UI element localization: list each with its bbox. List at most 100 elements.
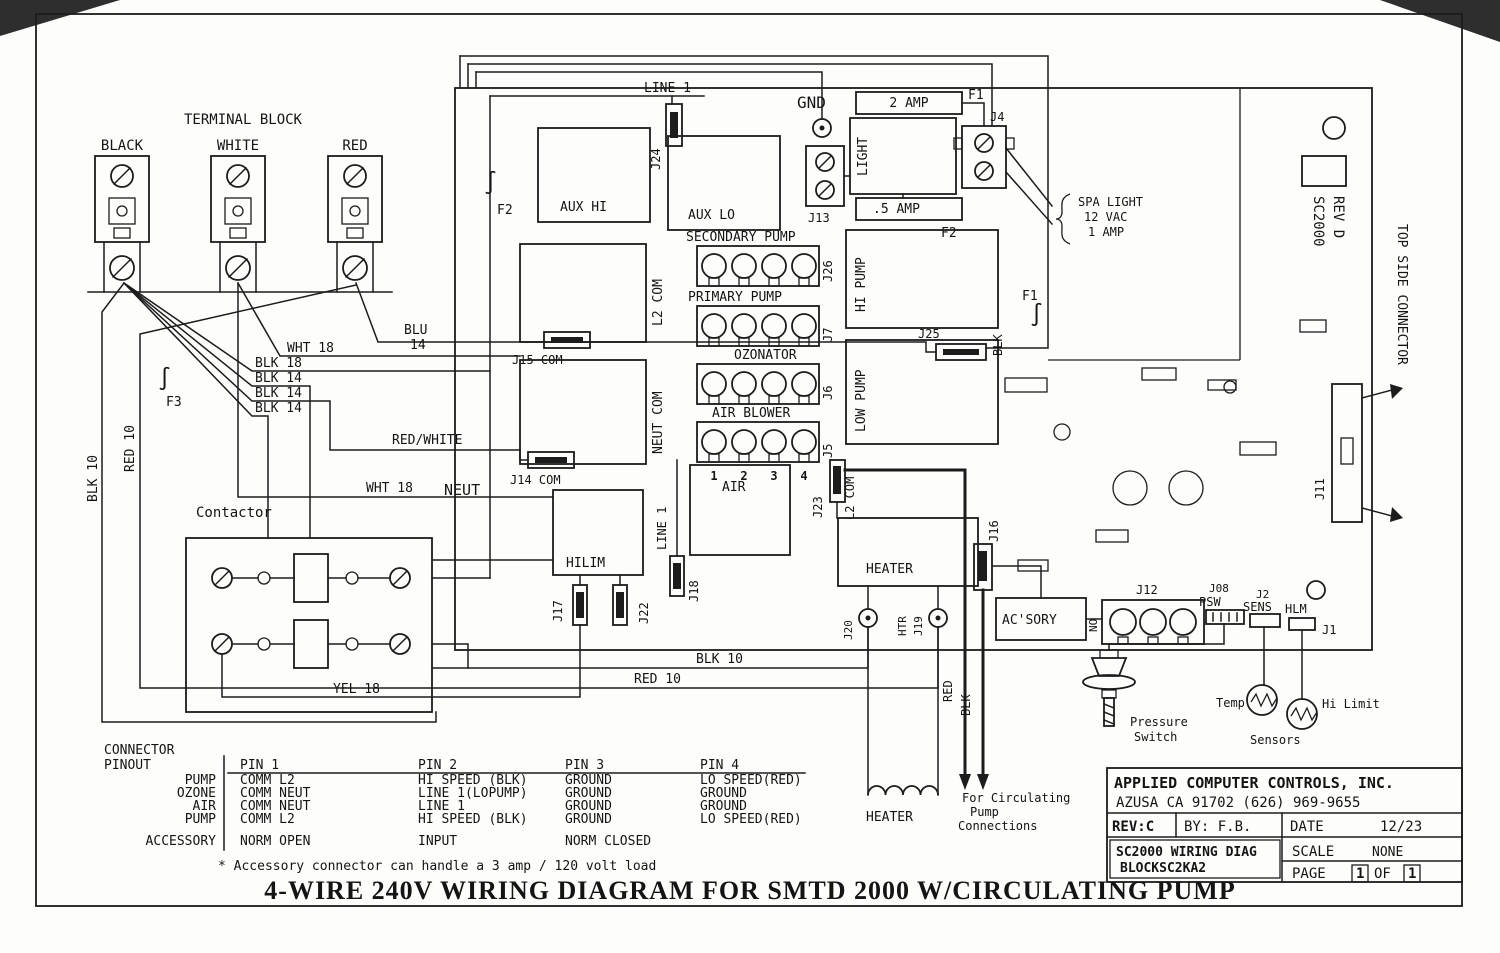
j17-connector bbox=[572, 584, 588, 626]
spa-light-line1: SPA LIGHT bbox=[1078, 195, 1143, 209]
wire-label-neut: NEUT bbox=[444, 481, 480, 499]
pinout-footnote: * Accessory connector can handle a 3 amp… bbox=[218, 859, 656, 874]
heater-coil-label: HEATER bbox=[866, 810, 913, 825]
j26-label: J26 bbox=[821, 260, 835, 282]
j13-label: J13 bbox=[808, 211, 830, 225]
pinout-row-ozone: OZONE COMM NEUT LINE 1(LOPUMP) GROUND GR… bbox=[177, 786, 747, 801]
doc-number-line2: BLOCKSC2KA2 bbox=[1120, 861, 1206, 876]
line1-vert-label: LINE 1 bbox=[655, 507, 669, 550]
j6-connector bbox=[696, 363, 820, 405]
com-blocks: L2 COM J15 COM NEUT COM J14 COM bbox=[510, 243, 666, 487]
row-cell: COMM NEUT bbox=[240, 786, 311, 801]
row-name: PUMP bbox=[185, 773, 216, 788]
doc-number-line1: SC2000 WIRING DIAG bbox=[1116, 845, 1257, 860]
hi-limit-label: Hi Limit bbox=[1322, 697, 1380, 711]
power-section: LINE 1 J24 GND 2 AMP F1 J4 LIGHT J13 .5 … bbox=[644, 81, 1143, 245]
scale-value: NONE bbox=[1372, 845, 1403, 860]
scale-label: SCALE bbox=[1292, 844, 1334, 860]
company-name: APPLIED COMPUTER CONTROLS, INC. bbox=[1114, 774, 1394, 792]
wire-label-blk18: BLK 18 bbox=[255, 356, 302, 371]
ozonator-label: OZONATOR bbox=[734, 348, 797, 363]
j17-label: J17 bbox=[551, 600, 565, 622]
row-cell: LO SPEED(RED) bbox=[700, 773, 802, 788]
j20-label: J20 bbox=[842, 620, 855, 640]
gnd-pad bbox=[812, 118, 832, 138]
terminal-white-label: WHITE bbox=[217, 138, 259, 154]
pressure-label-line1: Pressure bbox=[1130, 715, 1188, 729]
red-arrowhead bbox=[959, 774, 971, 790]
mounting-hole-tr bbox=[1322, 116, 1346, 140]
row-cell: INPUT bbox=[418, 834, 457, 849]
pinout-row-pump1: PUMP COMM L2 HI SPEED (BLK) GROUND LO SP… bbox=[185, 773, 802, 788]
fuse-halfamp-box bbox=[855, 197, 963, 221]
htr-label: HTR bbox=[896, 616, 909, 636]
page-value: 1 bbox=[1356, 866, 1364, 882]
date-value: 12/23 bbox=[1380, 819, 1422, 835]
acsory-label: AC'SORY bbox=[1002, 613, 1057, 628]
drawing-frame bbox=[35, 13, 1463, 907]
output-connectors: SECONDARY PUMP J26 PRIMARY PUMP J7 OZONA… bbox=[686, 230, 835, 483]
aux-relays: AUX HI AUX LO bbox=[537, 127, 781, 231]
mounting-hole bbox=[1306, 580, 1326, 600]
hlm-connector bbox=[1288, 617, 1316, 631]
row-name: PUMP bbox=[185, 812, 216, 827]
wire-label-wht18: WHT 18 bbox=[287, 341, 334, 356]
red-drop-label: RED bbox=[941, 680, 955, 702]
light-label: LIGHT bbox=[856, 137, 871, 176]
wire-label-red-white: RED/WHITE bbox=[392, 433, 462, 448]
terminal-wire-fan: WHT 18 BLK 18 BLK 14 BLK 14 BLK 14 BLU 1… bbox=[86, 281, 939, 723]
by-value: BY: F.B. bbox=[1184, 819, 1251, 835]
wire-label-blu: BLU bbox=[404, 323, 427, 338]
wire-label-blk10-run: BLK 10 bbox=[696, 652, 743, 667]
j7-label: J7 bbox=[821, 328, 835, 342]
no-label: NO bbox=[1087, 619, 1100, 632]
j26-connector bbox=[696, 245, 820, 287]
j24-connector bbox=[665, 103, 683, 147]
j12-label: J12 bbox=[1136, 583, 1158, 597]
l2-com-label: L2 COM bbox=[651, 279, 666, 326]
mid-section: HILIM J17 J22 LINE 1 J18 AIR J23 L2 COM … bbox=[551, 459, 1087, 641]
contactor: Contactor bbox=[185, 505, 554, 713]
j11-connector bbox=[1331, 383, 1363, 523]
aux-lo-label: AUX LO bbox=[688, 208, 735, 223]
j4-label: J4 bbox=[990, 110, 1004, 124]
pin-4-label: 4 bbox=[800, 469, 807, 483]
hi-pump-block bbox=[845, 229, 999, 329]
primary-pump-label: PRIMARY PUMP bbox=[688, 290, 782, 305]
pressure-switch-body bbox=[1090, 657, 1128, 677]
fuse-f2-icon: ∫ bbox=[484, 170, 497, 196]
j18-connector bbox=[669, 555, 685, 597]
j1-label: J1 bbox=[1322, 623, 1336, 637]
pinout-table: CONNECTOR PINOUT PIN 1 PIN 2 PIN 3 PIN 4… bbox=[104, 743, 806, 874]
pressure-label-line2: Switch bbox=[1134, 730, 1177, 744]
pinout-row-accessory: ACCESSORY NORM OPEN INPUT NORM CLOSED bbox=[146, 834, 652, 849]
wire-label-yel18: YEL 18 bbox=[333, 682, 380, 697]
j25-connector bbox=[935, 343, 987, 361]
hi-pump-label: HI PUMP bbox=[854, 257, 869, 312]
f1-top-label: F1 bbox=[968, 88, 984, 103]
heater-circuit: HEATER RED BLK For Circulating Pump Conn… bbox=[843, 468, 1070, 833]
photo-corner-tr bbox=[1380, 0, 1500, 42]
row-cell: HI SPEED (BLK) bbox=[418, 773, 528, 788]
wire-label-blu-gauge: 14 bbox=[410, 338, 426, 353]
row-name: ACCESSORY bbox=[146, 834, 217, 849]
small-component bbox=[1301, 155, 1347, 187]
rev-d-label: REV D bbox=[1330, 196, 1346, 238]
row-cell: GROUND bbox=[565, 786, 612, 801]
diagram-title: 4-WIRE 240V WIRING DIAGRAM FOR SMTD 2000… bbox=[264, 876, 1235, 905]
fuse-f3-icon: ∫ bbox=[158, 366, 171, 392]
j14-connector bbox=[527, 451, 575, 469]
j23-label: J23 bbox=[811, 496, 825, 518]
l2-com-vert-label: L2 COM bbox=[843, 477, 857, 520]
pinout-row-air: AIR COMM NEUT LINE 1 GROUND GROUND bbox=[193, 799, 748, 814]
heater-box-label: HEATER bbox=[866, 562, 913, 577]
fuse-f1-mid-icon: ∫ bbox=[1030, 302, 1043, 328]
row-cell: NORM CLOSED bbox=[565, 834, 651, 849]
j18-label: J18 bbox=[687, 580, 701, 602]
l2-com-block bbox=[519, 243, 647, 343]
j14-com-label: J14 COM bbox=[510, 473, 561, 487]
pinout-col-4: PIN 4 bbox=[700, 758, 739, 773]
heater-coil bbox=[867, 785, 939, 796]
blk-arrowhead bbox=[977, 774, 989, 790]
